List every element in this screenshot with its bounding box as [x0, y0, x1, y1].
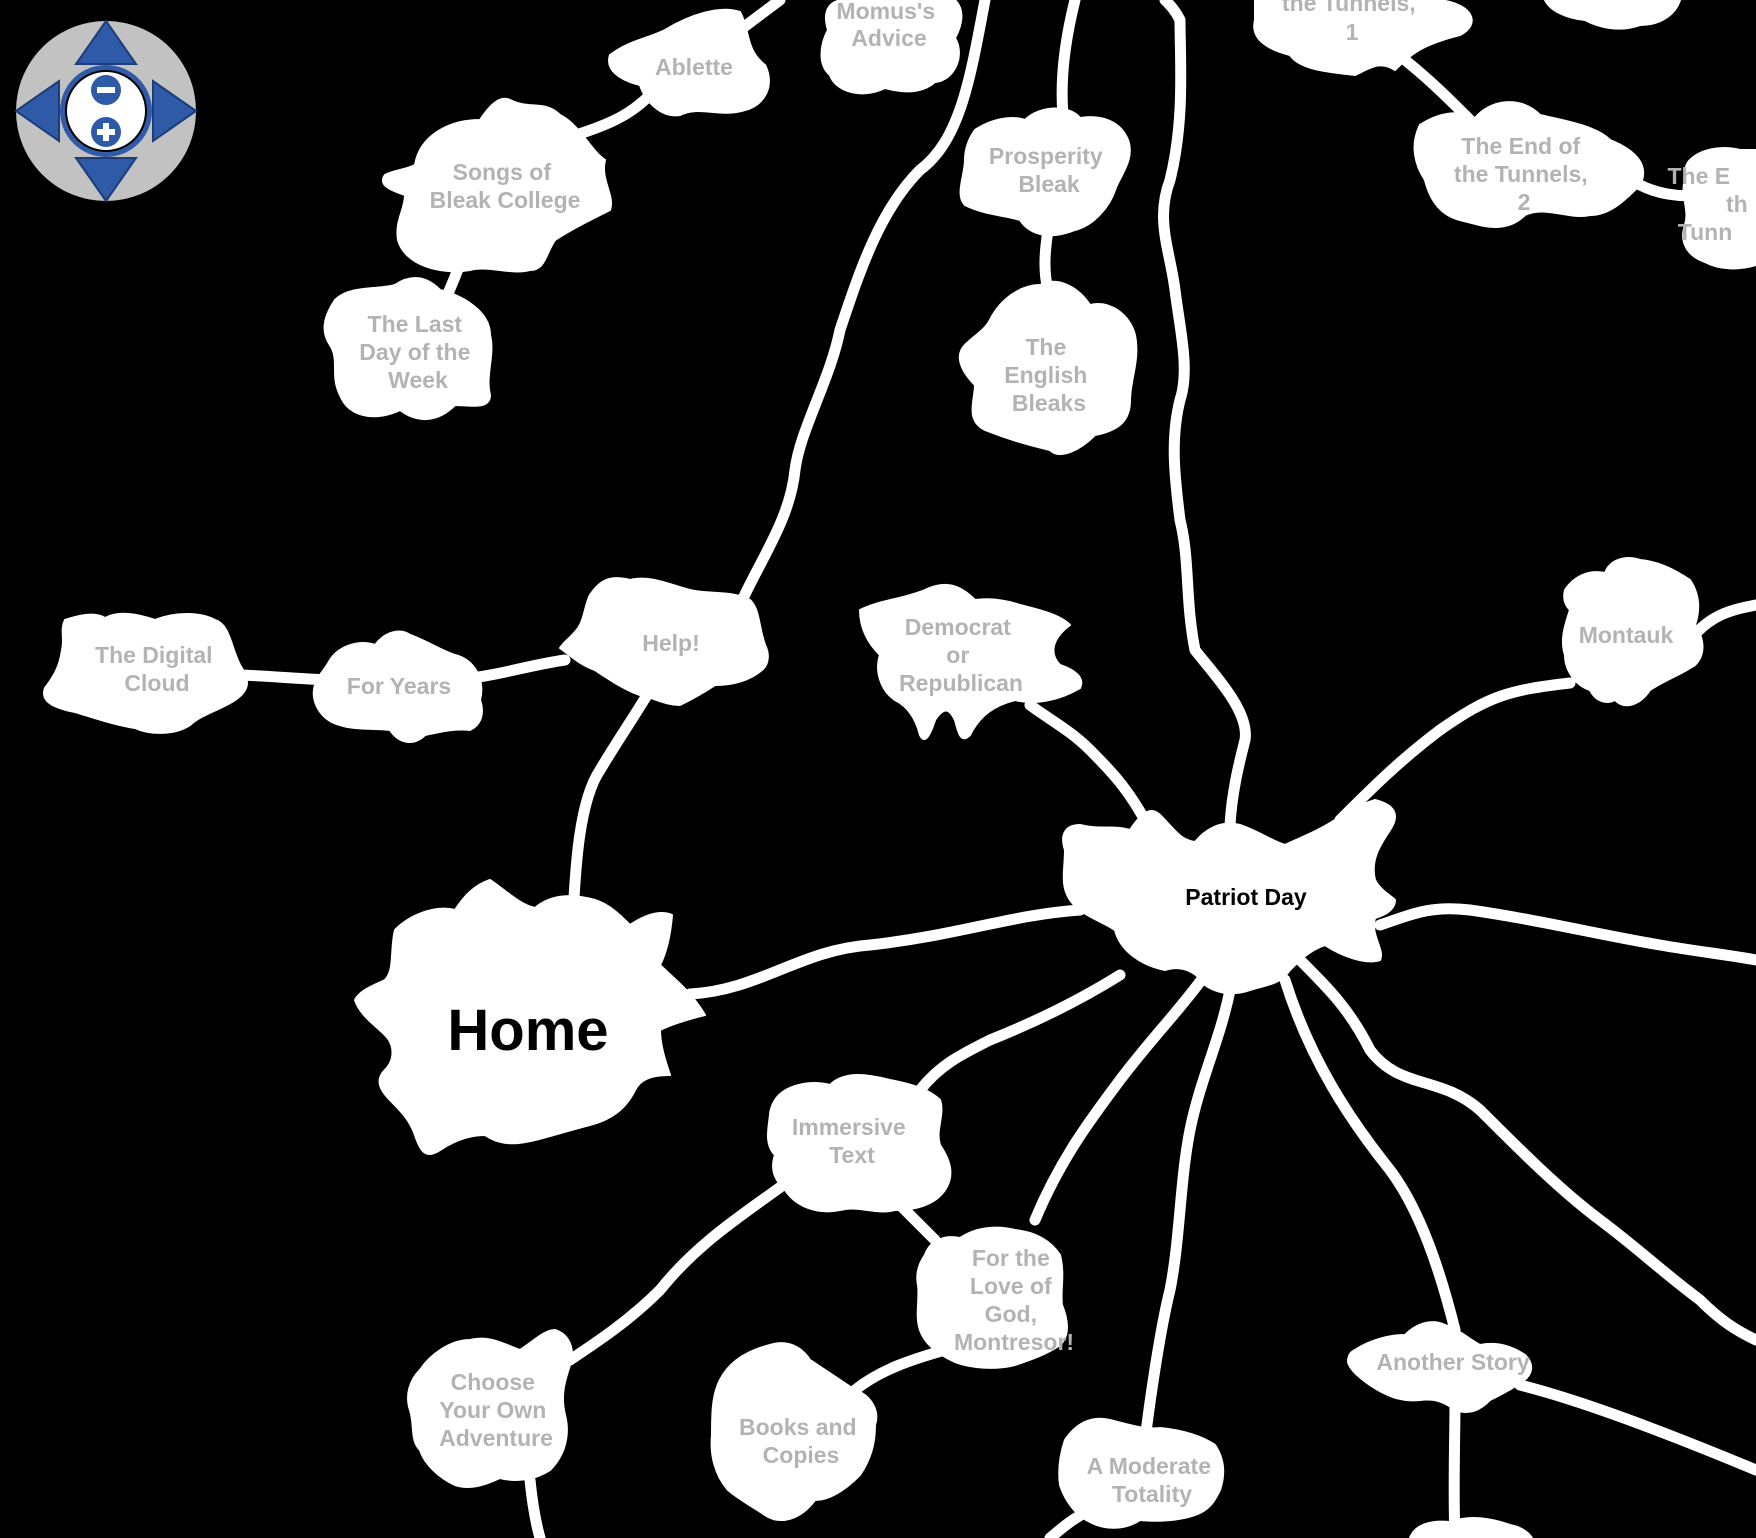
link-patriot-top [1158, 0, 1251, 831]
link-patriot-immersive [914, 969, 1126, 1096]
node-digital[interactable]: The Digital Cloud [43, 612, 248, 734]
link-montresor-books [849, 1344, 951, 1396]
node-english[interactable]: The English Bleaks [958, 280, 1138, 455]
node-books-label: Books and Copies [739, 1414, 863, 1468]
node-tunnels3-label: The E th Tunn [1667, 163, 1754, 245]
arrow-right-icon[interactable] [152, 79, 198, 143]
minus-icon[interactable] [91, 75, 121, 105]
node-ablette[interactable]: Ablette [608, 8, 770, 117]
link-patriot-right2 [1294, 954, 1756, 1346]
node-choose-label: Choose Your Own Adventure [439, 1369, 553, 1451]
link-patriot-right1 [1374, 903, 1756, 966]
node-songs-label: Songs of Bleak College [430, 159, 581, 213]
link-prosperity-top [1056, 0, 1081, 121]
link-prosperity-english [1039, 224, 1054, 296]
map-navigation-control [14, 19, 198, 203]
node-bottom-partial[interactable] [1409, 1517, 1533, 1538]
node-immersive-label: Immersive Text [792, 1114, 912, 1168]
link-choose-down [524, 1474, 546, 1538]
node-home[interactable]: Home [354, 879, 706, 1155]
node-tunnels2[interactable]: The End of the Tunnels, 2 [1413, 101, 1645, 228]
link-patriot-another [1279, 974, 1461, 1336]
node-home-label: Home [447, 998, 608, 1063]
node-tunnels1[interactable]: the Tunnels, 1 [1253, 0, 1473, 76]
node-tunnels2-label: The End of the Tunnels, 2 [1454, 133, 1594, 215]
link-help-foryears [464, 654, 571, 684]
link-another-right [1514, 1379, 1756, 1476]
node-moderate-label: A Moderate Totality [1087, 1453, 1218, 1507]
node-top-right-partial[interactable] [1544, 0, 1681, 30]
link-home-patriot [684, 904, 1086, 1000]
link-patriot-moderate [1139, 984, 1236, 1446]
arrow-left-icon[interactable] [14, 79, 60, 143]
node-another[interactable]: Another Story [1347, 1321, 1533, 1413]
node-patriot-current[interactable]: Patriot Day [1062, 799, 1396, 995]
node-tunnels3[interactable]: The E th Tunn [1667, 147, 1756, 270]
arrow-down-icon[interactable] [74, 157, 138, 203]
node-tunnels1-label: the Tunnels, 1 [1282, 0, 1422, 45]
node-montresor-label: For the Love of God, Montresor! [954, 1245, 1074, 1355]
node-foryears[interactable]: For Years [312, 630, 483, 743]
link-patriot-montauk [1334, 677, 1576, 826]
node-lastday-label: The Last Day of the Week [359, 311, 477, 393]
link-help-up [734, 0, 991, 611]
node-help[interactable]: Help! [559, 577, 769, 706]
node-immersive[interactable]: Immersive Text [767, 1074, 952, 1213]
nav-center [65, 70, 147, 152]
arrow-up-icon[interactable] [74, 19, 138, 65]
node-foryears-label: For Years [347, 673, 451, 699]
node-montauk-label: Montauk [1579, 622, 1674, 648]
node-momus-label: Momus's Advice [836, 0, 941, 51]
node-books[interactable]: Books and Copies [710, 1342, 878, 1521]
link-immersive-choose [564, 1174, 796, 1366]
node-prosperity[interactable]: Prosperity Bleak [959, 107, 1131, 237]
node-momus[interactable]: Momus's Advice [820, 0, 963, 95]
node-patriot-label: Patriot Day [1185, 884, 1307, 910]
plus-icon[interactable] [91, 117, 121, 147]
node-help-label: Help! [642, 630, 700, 656]
node-choose[interactable]: Choose Your Own Adventure [407, 1329, 573, 1488]
node-democrat-label: Democrat or Republican [899, 614, 1023, 696]
node-ablette-label: Ablette [655, 54, 733, 80]
node-montauk[interactable]: Montauk [1561, 557, 1704, 707]
node-prosperity-label: Prosperity Bleak [989, 143, 1109, 197]
node-democrat[interactable]: Democrat or Republican [859, 583, 1083, 740]
node-lastday[interactable]: The Last Day of the Week [323, 277, 493, 421]
node-songs[interactable]: Songs of Bleak College [382, 97, 613, 273]
node-another-label: Another Story [1376, 1349, 1530, 1375]
node-montresor[interactable]: For the Love of God, Montresor! [916, 1226, 1074, 1369]
node-digital-label: The Digital Cloud [95, 642, 219, 696]
link-tunnels1-tunnels2 [1399, 54, 1476, 126]
node-english-label: The English Bleaks [1004, 334, 1093, 416]
link-patriot-montresor [1029, 969, 1211, 1226]
link-another-down [1448, 1394, 1461, 1538]
link-patriot-democrat [1024, 699, 1156, 836]
map-nodes: Momus's Advice Ablette the Tunnels, 1 [43, 0, 1756, 1538]
node-moderate[interactable]: A Moderate Totality [1058, 1417, 1225, 1529]
